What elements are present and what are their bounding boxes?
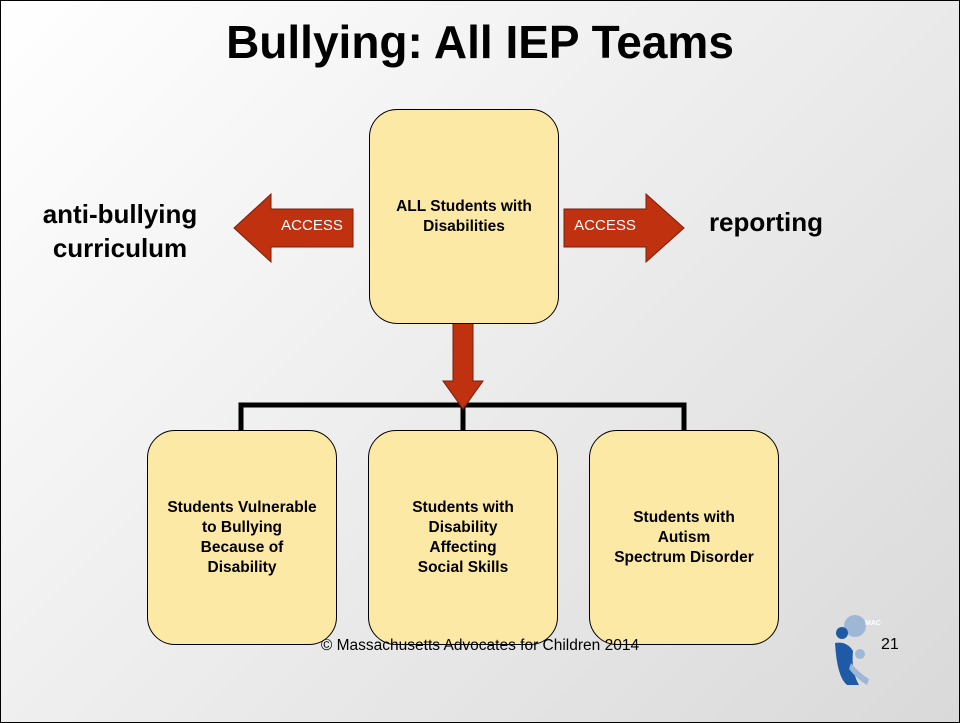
bottom-box-social-skills: Students with Disability Affecting Socia…: [368, 430, 558, 645]
down-arrow: [442, 322, 484, 410]
right-access-arrow: [563, 192, 685, 264]
bottom-box-vulnerable: Students Vulnerable to Bullying Because …: [147, 430, 337, 645]
copyright-footer: © Massachusetts Advocates for Children 2…: [320, 637, 640, 654]
reporting-label: reporting: [708, 207, 824, 237]
logo-mac-badge: MAC: [865, 620, 881, 627]
center-box-all-students: ALL Students with Disabilities: [369, 109, 559, 324]
bottom-box-autism: Students with Autism Spectrum Disorder: [589, 430, 779, 645]
left-access-arrow: [233, 192, 354, 264]
anti-bullying-curriculum-label: anti-bullying curriculum: [42, 199, 198, 263]
tree-connector: [238, 402, 687, 433]
slide-title: Bullying: All IEP Teams: [226, 16, 734, 68]
right-access-label: ACCESS: [574, 217, 636, 234]
left-access-label: ACCESS: [281, 217, 343, 234]
page-number: 21: [881, 636, 899, 653]
mac-logo: [835, 615, 869, 685]
